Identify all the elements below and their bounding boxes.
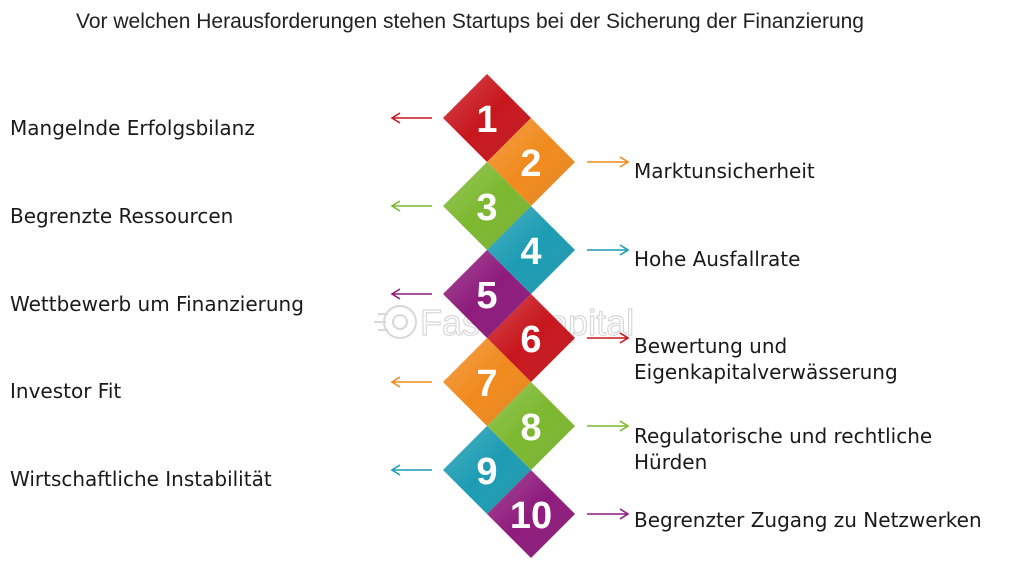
diamond-number-3: 3 bbox=[476, 187, 497, 229]
diagram-title: Vor welchen Herausforderungen stehen Sta… bbox=[76, 10, 864, 33]
arrow-4 bbox=[587, 244, 630, 256]
arrow-8 bbox=[587, 420, 630, 432]
diamond-number-2: 2 bbox=[520, 143, 541, 185]
challenge-label-10: Begrenzter Zugang zu Netzwerken bbox=[634, 508, 982, 532]
diamond-number-7: 7 bbox=[476, 363, 497, 405]
diamond-number-10: 10 bbox=[510, 495, 552, 537]
diamond-10: 10 bbox=[487, 470, 575, 558]
arrow-3 bbox=[390, 200, 432, 212]
challenge-label-6: Bewertung und Eigenkapitalverwässerung bbox=[634, 334, 898, 384]
diamond-number-5: 5 bbox=[476, 275, 497, 317]
arrow-6 bbox=[587, 332, 630, 344]
diamond-number-6: 6 bbox=[520, 319, 541, 361]
diamond-number-9: 9 bbox=[476, 451, 497, 493]
challenge-label-3: Begrenzte Ressourcen bbox=[10, 204, 234, 228]
diamond-number-4: 4 bbox=[520, 231, 541, 273]
diamond-number-1: 1 bbox=[476, 99, 497, 141]
arrow-10 bbox=[587, 508, 630, 520]
arrow-7 bbox=[390, 376, 432, 388]
arrow-9 bbox=[390, 464, 432, 476]
arrow-1 bbox=[390, 112, 432, 124]
diamond-number-8: 8 bbox=[520, 407, 541, 449]
challenge-label-8: Regulatorische und rechtliche Hürden bbox=[634, 424, 933, 474]
challenge-label-5: Wettbewerb um Finanzierung bbox=[10, 292, 304, 316]
challenge-label-4: Hohe Ausfallrate bbox=[634, 247, 801, 271]
arrow-2 bbox=[587, 156, 630, 168]
challenge-label-9: Wirtschaftliche Instabilität bbox=[10, 467, 272, 491]
arrow-5 bbox=[390, 288, 432, 300]
diamond-shine-10 bbox=[487, 470, 575, 558]
challenge-label-1: Mangelnde Erfolgsbilanz bbox=[10, 116, 255, 140]
challenge-label-2: Marktunsicherheit bbox=[634, 159, 815, 183]
challenge-label-7: Investor Fit bbox=[10, 379, 122, 403]
